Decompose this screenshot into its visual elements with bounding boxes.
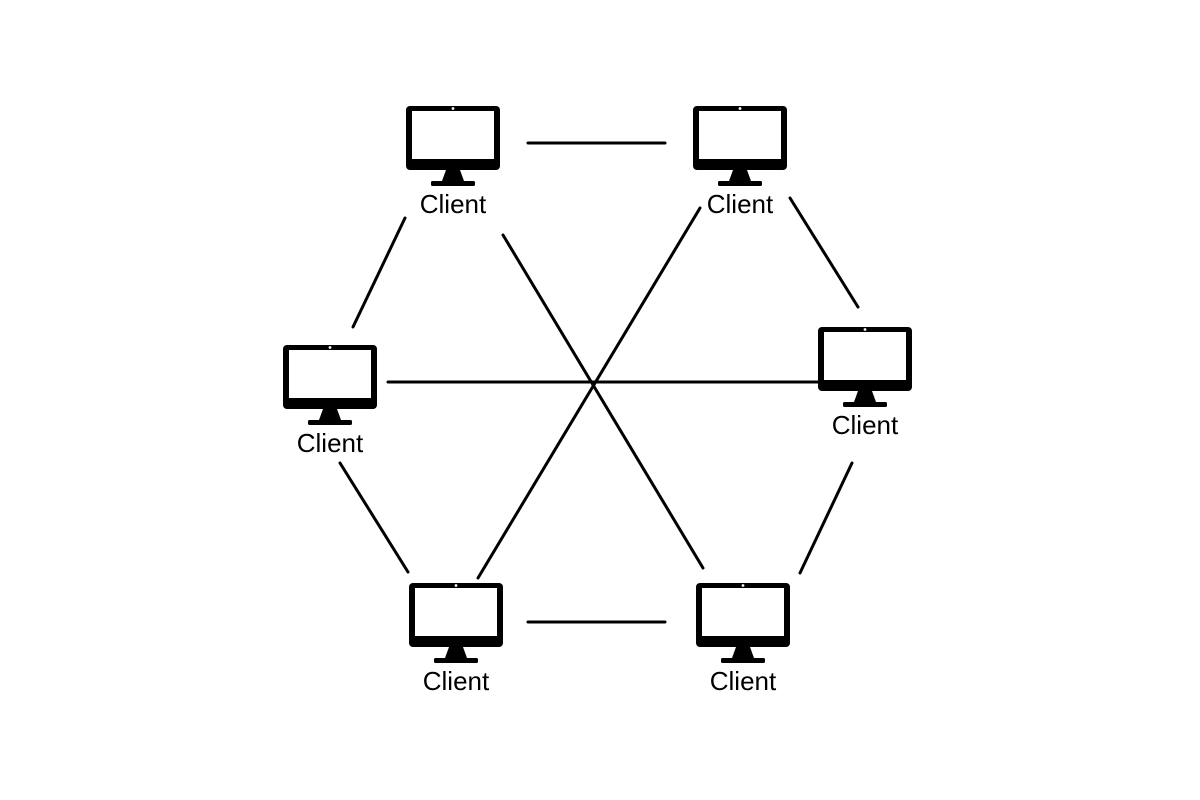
monitor-base bbox=[718, 181, 762, 186]
node-label: Client bbox=[710, 666, 777, 696]
monitor-screen bbox=[412, 111, 494, 159]
monitor-stand bbox=[319, 409, 341, 420]
edge-client-left--client-top-left bbox=[351, 216, 407, 329]
monitor-screen bbox=[824, 332, 906, 380]
edges-layer bbox=[338, 141, 860, 624]
desktop-monitor-icon bbox=[283, 345, 377, 425]
desktop-monitor-icon bbox=[409, 583, 503, 663]
desktop-monitor-icon bbox=[818, 327, 912, 407]
node-label: Client bbox=[423, 666, 490, 696]
node-label: Client bbox=[420, 189, 487, 219]
edge-client-top-right--client-bottom-left bbox=[476, 206, 702, 580]
node-label: Client bbox=[297, 428, 364, 458]
monitor-stand bbox=[442, 170, 464, 181]
monitor-base bbox=[843, 402, 887, 407]
edge-client-top-right--client-right bbox=[788, 196, 860, 309]
edge-client-right--client-bottom-right bbox=[798, 461, 854, 575]
camera-dot-icon bbox=[741, 584, 745, 587]
node-client-top-left: Client bbox=[406, 106, 500, 219]
node-client-bottom-right: Client bbox=[696, 583, 790, 696]
edge-client-top-left--client-bottom-right bbox=[501, 233, 705, 570]
node-label: Client bbox=[707, 189, 774, 219]
node-client-bottom-left: Client bbox=[409, 583, 503, 696]
node-client-right: Client bbox=[818, 327, 912, 440]
monitor-base bbox=[434, 658, 478, 663]
monitor-stand bbox=[729, 170, 751, 181]
monitor-screen bbox=[289, 350, 371, 398]
monitor-stand bbox=[732, 647, 754, 658]
monitor-screen bbox=[702, 588, 784, 636]
node-client-top-right: Client bbox=[693, 106, 787, 219]
camera-dot-icon bbox=[863, 328, 867, 331]
camera-dot-icon bbox=[454, 584, 458, 587]
camera-dot-icon bbox=[738, 107, 742, 110]
monitor-stand bbox=[854, 391, 876, 402]
monitor-screen bbox=[415, 588, 497, 636]
desktop-monitor-icon bbox=[696, 583, 790, 663]
node-client-left: Client bbox=[283, 345, 377, 458]
edge-client-bottom-left--client-left bbox=[338, 461, 410, 574]
camera-dot-icon bbox=[328, 346, 332, 349]
camera-dot-icon bbox=[451, 107, 455, 110]
desktop-monitor-icon bbox=[693, 106, 787, 186]
monitor-base bbox=[431, 181, 475, 186]
monitor-base bbox=[721, 658, 765, 663]
monitor-screen bbox=[699, 111, 781, 159]
node-label: Client bbox=[832, 410, 899, 440]
desktop-monitor-icon bbox=[406, 106, 500, 186]
monitor-base bbox=[308, 420, 352, 425]
monitor-stand bbox=[445, 647, 467, 658]
